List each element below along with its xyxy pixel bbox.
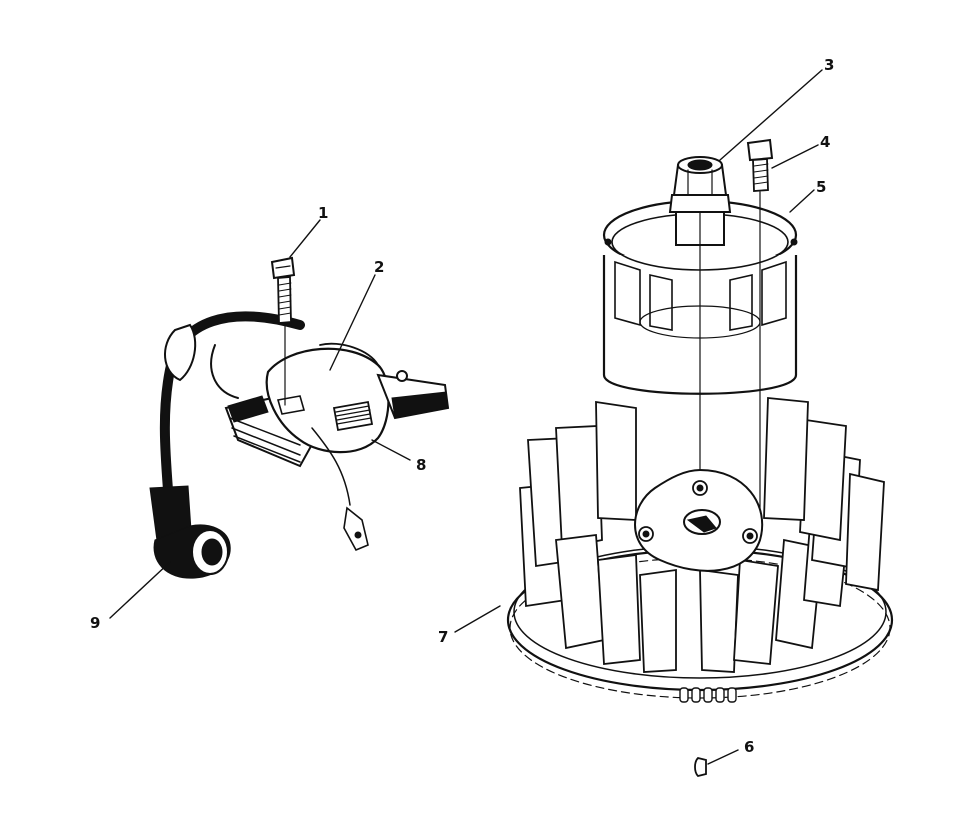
leader-line-5 xyxy=(789,189,815,213)
leader-line-7 xyxy=(454,605,501,633)
callout-5: 5 xyxy=(816,178,826,196)
leader-line-3 xyxy=(719,69,823,161)
ignition-coil-assembly xyxy=(159,311,450,552)
flywheel-key xyxy=(694,757,707,777)
callout-3: 3 xyxy=(824,56,834,74)
leader-line-8 xyxy=(371,439,411,461)
callout-8: 8 xyxy=(416,456,426,474)
callout-2: 2 xyxy=(374,258,384,276)
callout-4: 4 xyxy=(820,133,830,151)
leader-line-4 xyxy=(771,144,819,169)
leader-line-6 xyxy=(707,749,739,765)
bolt-1 xyxy=(270,256,296,406)
leader-line-1 xyxy=(289,219,321,258)
flywheel xyxy=(506,397,894,703)
flywheel-nut xyxy=(668,156,732,471)
leader-line-9 xyxy=(109,561,171,619)
bolt-4 xyxy=(746,138,774,531)
callout-9: 9 xyxy=(90,614,100,632)
leader-line-2 xyxy=(329,274,376,371)
callouts: 1 2 3 4 5 6 7 8 9 xyxy=(90,56,834,756)
callout-6: 6 xyxy=(744,738,754,756)
callout-7: 7 xyxy=(438,628,448,646)
callout-1: 1 xyxy=(318,204,328,222)
spark-plug-boot xyxy=(149,485,231,579)
leader-lines xyxy=(109,69,823,765)
